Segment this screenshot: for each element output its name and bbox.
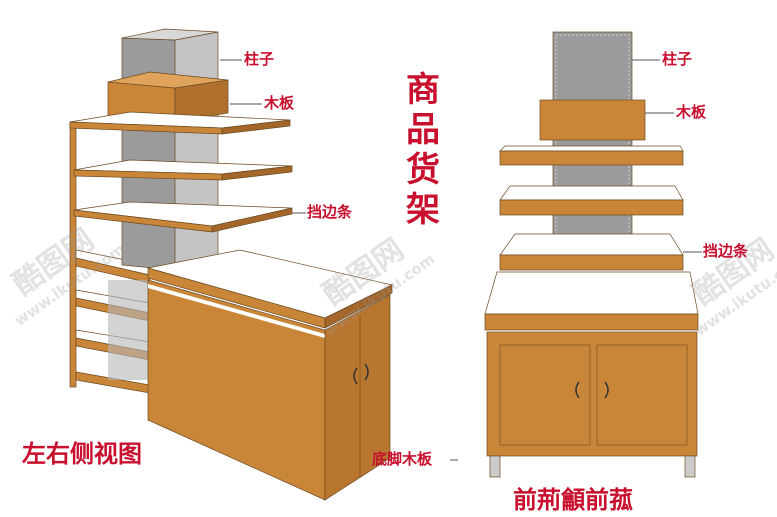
- label-edge-strip-front: 挡边条: [703, 242, 749, 260]
- cabinet: [484, 271, 699, 478]
- shelf-3: [73, 201, 293, 233]
- shelf-2: [499, 185, 684, 216]
- left-side-view: [69, 28, 394, 501]
- foot-left: [489, 455, 501, 478]
- diagram-title: 商品货架: [406, 70, 440, 230]
- shelf-1: [499, 145, 684, 166]
- front-view: [484, 31, 699, 478]
- caption-front-view: 前荊龥前菰: [513, 486, 633, 514]
- label-column-front: 柱子: [662, 50, 693, 68]
- shelf-1: [69, 111, 291, 135]
- lower-shelves: [75, 249, 151, 394]
- cabinet: [147, 249, 394, 501]
- column-side: [174, 31, 219, 271]
- label-column-left: 柱子: [244, 50, 275, 68]
- caption-side-view: 左右侧视图: [22, 440, 142, 468]
- label-edge-strip-left: 挡边条: [307, 203, 353, 221]
- label-board-left: 木板: [264, 94, 295, 112]
- foot-right: [684, 455, 696, 478]
- shelf-2: [73, 159, 293, 181]
- label-board-front: 木板: [676, 103, 707, 121]
- shelf-3: [499, 233, 684, 271]
- leader-lines: [220, 59, 702, 461]
- label-base-board: 底脚木板: [372, 450, 433, 468]
- wood-block: [539, 99, 646, 141]
